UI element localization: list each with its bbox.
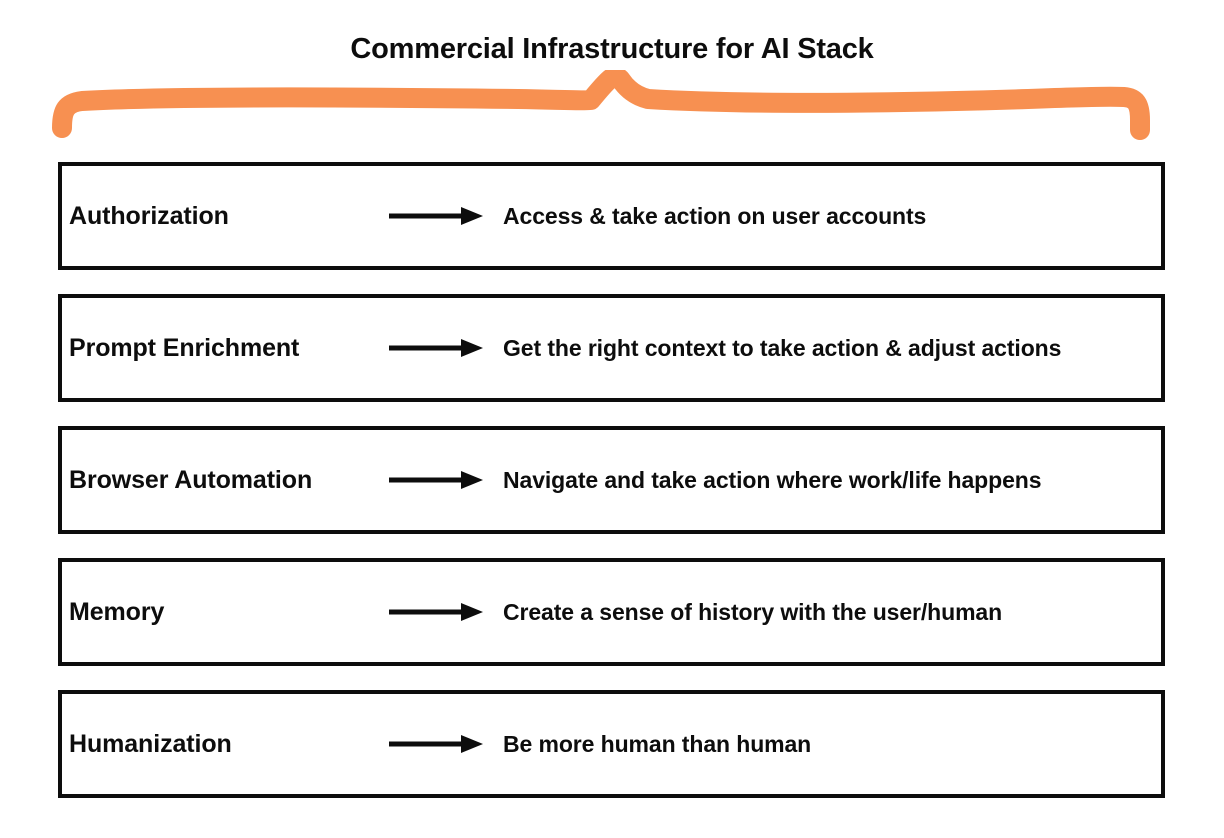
arrow-right-icon — [387, 601, 499, 623]
page-title: Commercial Infrastructure for AI Stack — [350, 33, 874, 66]
arrow-right-icon — [387, 337, 499, 359]
stack-row-description: Create a sense of history with the user/… — [503, 598, 1003, 625]
stack-rows: Authorization Access & take action on us… — [58, 162, 1165, 798]
arrow-right-icon — [387, 205, 499, 227]
stack-row-description: Be more human than human — [503, 730, 812, 757]
arrow-right-icon — [387, 469, 499, 491]
stack-row-label: Memory — [69, 597, 165, 626]
page-title-container: Commercial Infrastructure for AI Stack — [0, 14, 1224, 86]
table-row[interactable]: Humanization Be more human than human — [58, 690, 1165, 798]
stack-row-label: Browser Automation — [69, 465, 313, 494]
orange-highlight-brush-stroke — [48, 70, 1158, 145]
stack-row-label: Humanization — [69, 729, 232, 758]
table-row[interactable]: Authorization Access & take action on us… — [58, 162, 1165, 270]
stack-row-label: Authorization — [69, 201, 229, 230]
table-row[interactable]: Memory Create a sense of history with th… — [58, 558, 1165, 666]
stack-row-description: Navigate and take action where work/life… — [503, 466, 1042, 493]
stack-row-description: Access & take action on user accounts — [503, 202, 927, 229]
table-row[interactable]: Browser Automation Navigate and take act… — [58, 426, 1165, 534]
arrow-right-icon — [387, 733, 499, 755]
stack-row-label: Prompt Enrichment — [69, 333, 300, 362]
stack-row-description: Get the right context to take action & a… — [503, 334, 1062, 361]
table-row[interactable]: Prompt Enrichment Get the right context … — [58, 294, 1165, 402]
